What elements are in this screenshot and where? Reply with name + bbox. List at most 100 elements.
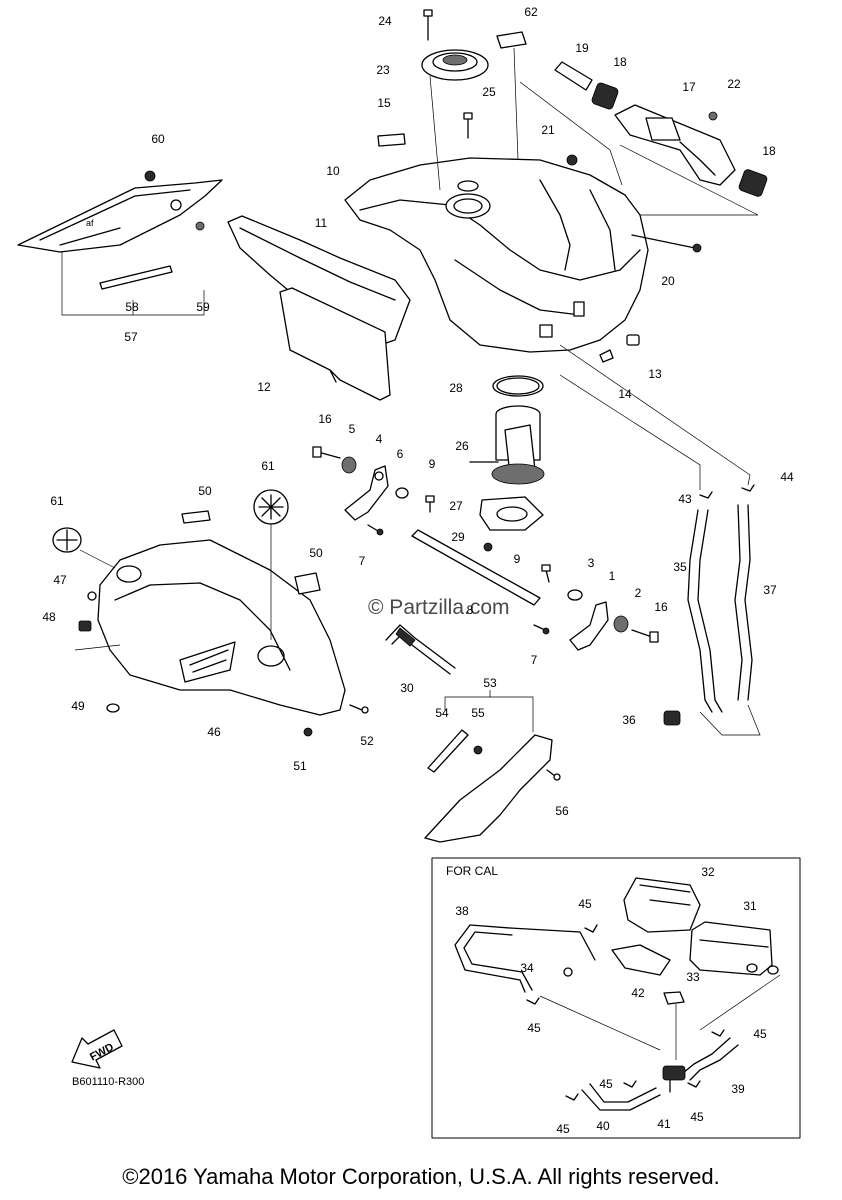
callout-62[interactable]: 62 bbox=[524, 5, 538, 19]
callout-37[interactable]: 37 bbox=[763, 583, 777, 597]
callout-27[interactable]: 27 bbox=[449, 499, 463, 513]
callout-49[interactable]: 49 bbox=[71, 699, 85, 713]
callout-45d[interactable]: 45 bbox=[599, 1077, 613, 1091]
inner-panel-12[interactable] bbox=[279, 287, 391, 401]
callout-9a[interactable]: 9 bbox=[429, 457, 436, 471]
callout-45e[interactable]: 45 bbox=[690, 1110, 704, 1124]
bracket-1[interactable] bbox=[569, 601, 609, 651]
callout-53[interactable]: 53 bbox=[483, 676, 497, 690]
bolt-9-left[interactable] bbox=[425, 495, 435, 513]
collar-3[interactable] bbox=[567, 589, 583, 601]
callout-44[interactable]: 44 bbox=[780, 470, 794, 484]
bolt-52[interactable] bbox=[349, 704, 369, 714]
callout-9b[interactable]: 9 bbox=[514, 552, 521, 566]
callout-15[interactable]: 15 bbox=[377, 96, 391, 110]
callout-24[interactable]: 24 bbox=[378, 14, 392, 28]
callout-41[interactable]: 41 bbox=[657, 1117, 671, 1131]
callout-39[interactable]: 39 bbox=[731, 1082, 745, 1096]
callout-29[interactable]: 29 bbox=[451, 530, 465, 544]
tank-cover-46[interactable] bbox=[97, 539, 346, 716]
damper-5[interactable] bbox=[341, 456, 357, 474]
callout-30[interactable]: 30 bbox=[400, 681, 414, 695]
fastener-59[interactable] bbox=[195, 221, 205, 231]
label-62[interactable] bbox=[496, 31, 527, 49]
callout-21[interactable]: 21 bbox=[541, 123, 555, 137]
lower-cover-53[interactable] bbox=[424, 734, 553, 843]
callout-5[interactable]: 5 bbox=[349, 422, 356, 436]
callout-50a[interactable]: 50 bbox=[198, 484, 212, 498]
callout-22[interactable]: 22 bbox=[727, 77, 741, 91]
grommet-36[interactable] bbox=[663, 710, 681, 726]
callout-3[interactable]: 3 bbox=[588, 556, 595, 570]
callout-40[interactable]: 40 bbox=[596, 1119, 610, 1133]
callout-38[interactable]: 38 bbox=[455, 904, 469, 918]
callout-50b[interactable]: 50 bbox=[309, 546, 323, 560]
callout-18b[interactable]: 18 bbox=[762, 144, 776, 158]
callout-47[interactable]: 47 bbox=[53, 573, 67, 587]
hose-30[interactable] bbox=[385, 624, 456, 675]
callout-46[interactable]: 46 bbox=[207, 725, 221, 739]
trim-54[interactable] bbox=[427, 729, 469, 773]
callout-13[interactable]: 13 bbox=[648, 367, 662, 381]
callout-56[interactable]: 56 bbox=[555, 804, 569, 818]
callout-43[interactable]: 43 bbox=[678, 492, 692, 506]
callout-11[interactable]: 11 bbox=[315, 216, 328, 230]
callout-52[interactable]: 52 bbox=[360, 734, 374, 748]
callout-4[interactable]: 4 bbox=[376, 432, 383, 446]
callout-55[interactable]: 55 bbox=[471, 706, 485, 720]
hose-35[interactable] bbox=[687, 509, 723, 713]
bracket-4[interactable] bbox=[344, 465, 389, 521]
callout-58[interactable]: 58 bbox=[125, 300, 139, 314]
rubber-18-upper[interactable] bbox=[591, 82, 619, 110]
bolt-29[interactable] bbox=[483, 542, 493, 552]
canister-31[interactable] bbox=[689, 921, 779, 976]
pump-plate-27[interactable] bbox=[479, 496, 544, 531]
gasket-28[interactable] bbox=[492, 375, 544, 397]
emblem-58[interactable] bbox=[99, 265, 173, 290]
pad-14[interactable] bbox=[599, 349, 614, 363]
callout-28[interactable]: 28 bbox=[449, 381, 463, 395]
callout-2[interactable]: 2 bbox=[635, 586, 642, 600]
callout-16a[interactable]: 16 bbox=[318, 412, 332, 426]
callout-45c[interactable]: 45 bbox=[753, 1027, 767, 1041]
callout-59[interactable]: 59 bbox=[196, 300, 210, 314]
callout-18a[interactable]: 18 bbox=[613, 55, 627, 69]
callout-32[interactable]: 32 bbox=[701, 865, 715, 879]
bolt-47[interactable] bbox=[87, 591, 97, 601]
hose-38[interactable] bbox=[454, 924, 596, 993]
bracket-33[interactable] bbox=[611, 944, 671, 976]
collar-6[interactable] bbox=[395, 487, 409, 499]
bolt-24[interactable] bbox=[423, 9, 433, 41]
callout-10[interactable]: 10 bbox=[326, 164, 340, 178]
bolt-34[interactable] bbox=[563, 967, 573, 977]
callout-34[interactable]: 34 bbox=[520, 961, 534, 975]
callout-17[interactable]: 17 bbox=[682, 80, 696, 94]
callout-35[interactable]: 35 bbox=[673, 560, 687, 574]
pad-13[interactable] bbox=[626, 334, 640, 346]
callout-51[interactable]: 51 bbox=[293, 759, 307, 773]
bolt-9-right[interactable] bbox=[541, 564, 551, 583]
bolt-55[interactable] bbox=[473, 745, 483, 755]
shaft-8[interactable] bbox=[411, 529, 541, 606]
fastener-60[interactable] bbox=[144, 170, 182, 211]
callout-42[interactable]: 42 bbox=[631, 986, 645, 1000]
callout-25[interactable]: 25 bbox=[482, 85, 496, 99]
callout-16b[interactable]: 16 bbox=[654, 600, 668, 614]
nut-21[interactable] bbox=[566, 154, 578, 166]
callout-48[interactable]: 48 bbox=[42, 610, 56, 624]
hose-37[interactable] bbox=[734, 504, 753, 701]
bolt-7-right[interactable] bbox=[533, 624, 550, 635]
nut-48[interactable] bbox=[78, 620, 92, 632]
callout-45a[interactable]: 45 bbox=[578, 897, 592, 911]
grommet-49[interactable] bbox=[106, 703, 120, 713]
hose-40[interactable] bbox=[581, 1083, 661, 1111]
callout-6[interactable]: 6 bbox=[397, 447, 404, 461]
side-cover-57[interactable]: af bbox=[17, 179, 223, 253]
inner-panel-11[interactable] bbox=[227, 215, 411, 346]
valve-42[interactable] bbox=[663, 991, 685, 1005]
callout-60[interactable]: 60 bbox=[151, 132, 165, 146]
bolt-20[interactable] bbox=[631, 234, 702, 253]
rubber-18-lower[interactable] bbox=[738, 169, 768, 198]
callout-7b[interactable]: 7 bbox=[531, 653, 538, 667]
fuel-pump-26[interactable] bbox=[469, 405, 545, 485]
